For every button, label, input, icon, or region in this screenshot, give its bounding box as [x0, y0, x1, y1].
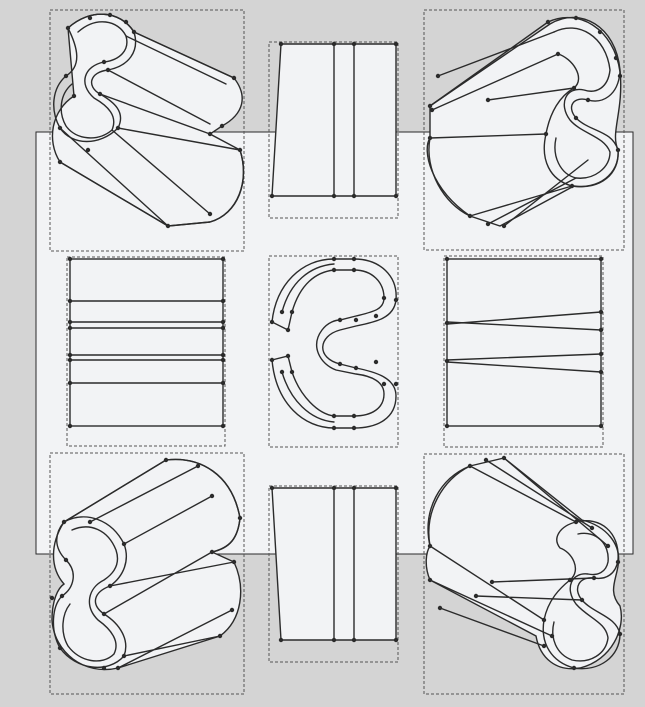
view-frame	[268, 485, 399, 663]
view-left	[66, 256, 226, 447]
near-curve	[428, 465, 471, 547]
view-top	[268, 41, 399, 219]
near-curve	[428, 137, 471, 217]
vertex-markers	[49, 457, 243, 671]
vertex-markers	[67, 256, 226, 429]
extrusion-lines	[63, 459, 235, 669]
view-iso-top-right	[423, 9, 625, 251]
view-iso-bottom-right	[423, 453, 625, 695]
inner-arc	[281, 263, 335, 423]
hidden-edges	[333, 487, 355, 641]
view-iso-bottom-left	[49, 452, 245, 695]
view-frame	[66, 256, 226, 447]
outline	[446, 258, 602, 427]
end-profile	[542, 520, 621, 670]
view-iso-top-left	[49, 9, 245, 252]
horizontal-edges	[69, 300, 224, 384]
far-curve	[165, 458, 241, 553]
outline	[69, 258, 224, 427]
extrusion-lines	[429, 21, 589, 227]
vertex-markers	[427, 15, 623, 229]
vertex-markers	[427, 455, 623, 671]
vertex-markers	[269, 256, 399, 431]
view-frame	[423, 9, 625, 251]
view-frame	[49, 452, 245, 695]
extrusion-lines	[429, 457, 609, 647]
inner-profile	[62, 526, 119, 662]
view-frame	[423, 453, 625, 695]
inner-profile	[552, 532, 609, 662]
tapered-edges	[446, 311, 602, 373]
view-front	[268, 255, 399, 448]
view-frame	[268, 41, 399, 219]
far-curve	[167, 149, 245, 227]
view-right	[443, 255, 604, 448]
vertex-markers	[269, 41, 399, 199]
view-frame	[49, 9, 245, 252]
view-bottom	[268, 485, 399, 663]
vertex-markers	[57, 12, 243, 229]
extrusion-lines	[59, 31, 241, 227]
outer-profile	[271, 258, 397, 429]
vertex-markers	[444, 256, 604, 429]
vertex-markers	[269, 485, 399, 643]
hidden-edges	[333, 43, 355, 197]
